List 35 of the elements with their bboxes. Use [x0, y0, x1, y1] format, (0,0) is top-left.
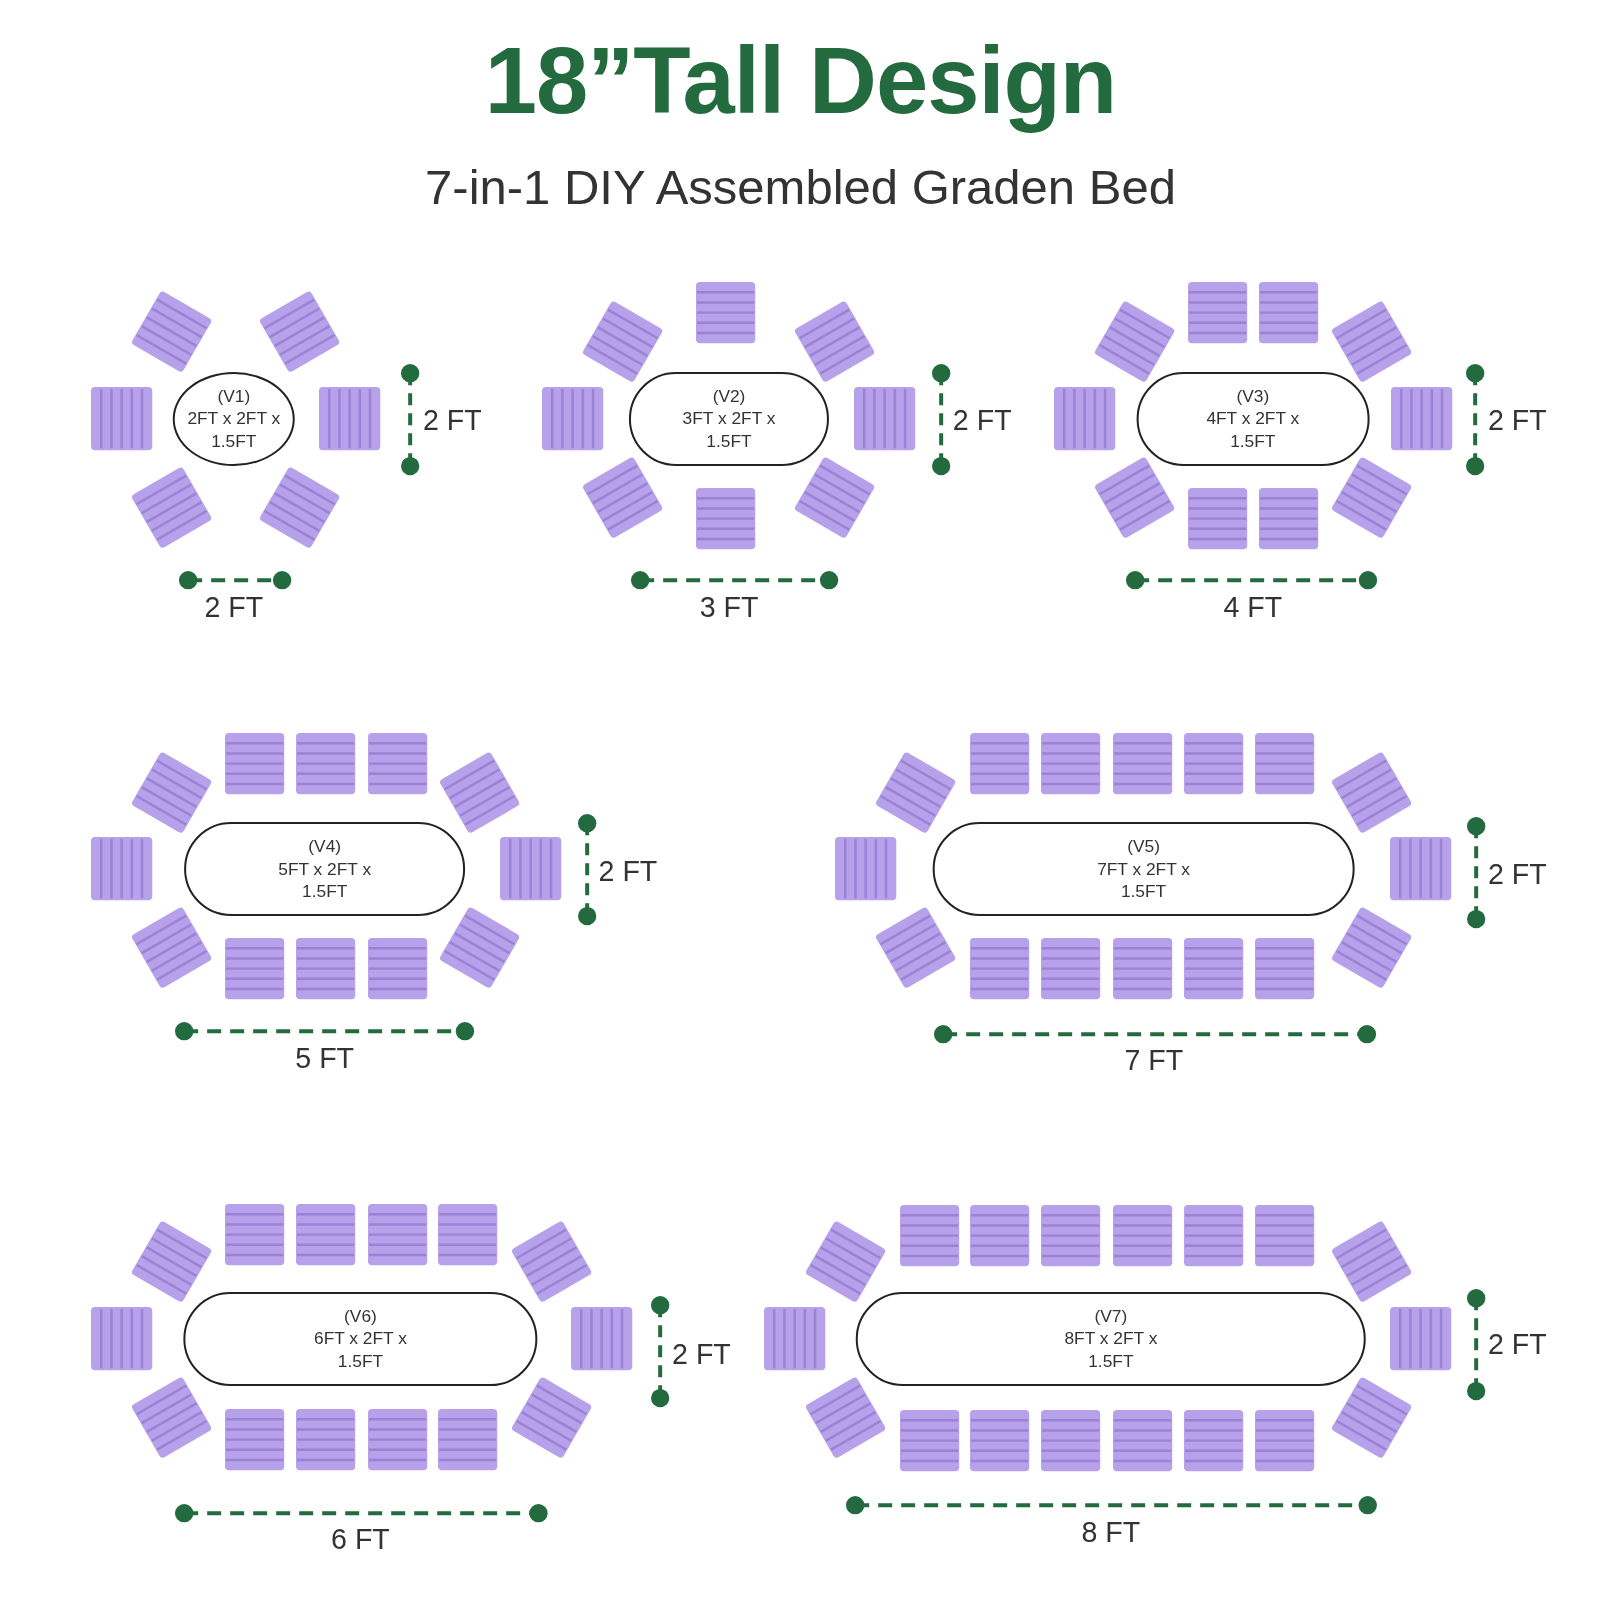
dimension-label: 8 FT [1081, 1515, 1141, 1549]
size-label: 7FT x 2FT x 1.5FT [1096, 857, 1191, 903]
subtitle: 7-in-1 DIY Assembled Graden Bed [425, 161, 1176, 216]
garden-bed-outline [1136, 371, 1370, 466]
dimension-label: 7 FT [1124, 1043, 1184, 1077]
garden-bed-outline [183, 821, 466, 916]
dimension-label: 2 FT [204, 590, 264, 623]
size-label: 3FT x 2FT x 1.5FT [681, 407, 777, 453]
dimension-label: 2 FT [422, 403, 482, 437]
version-label: (V2) [712, 384, 746, 408]
version-label: (V1) [217, 384, 251, 408]
dimension-label: 2 FT [1487, 403, 1547, 437]
size-label: 5FT x 2FT x 1.5FT [277, 857, 373, 903]
garden-bed-outline [855, 1291, 1367, 1386]
size-label: 4FT x 2FT x 1.5FT [1205, 407, 1301, 453]
dimension-label: 2 FT [672, 1337, 731, 1371]
version-label: (V6) [344, 1304, 377, 1328]
dimension-label: 5 FT [295, 1041, 355, 1075]
dimension-label: 2 FT [1487, 1327, 1547, 1361]
size-label: 6FT x 2FT x 1.5FT [313, 1327, 408, 1373]
title: 18”Tall Design [484, 28, 1117, 132]
dimension-label: 2 FT [598, 854, 658, 888]
garden-bed-outline [183, 1291, 538, 1386]
dimension-label: 4 FT [1223, 590, 1283, 623]
size-label: 8FT x 2FT x 1.5FT [1063, 1327, 1159, 1373]
dimension-label: 2 FT [1487, 857, 1547, 891]
garden-bed-outline [932, 821, 1355, 916]
dimension-label: 3 FT [699, 590, 759, 623]
dimension-label: 2 FT [952, 403, 1012, 437]
version-label: (V7) [1094, 1304, 1128, 1328]
version-label: (V4) [308, 835, 342, 858]
dimension-label: 6 FT [331, 1522, 390, 1556]
size-label: 2FT x 2FT x 1.5FT [186, 407, 282, 453]
version-label: (V3) [1236, 384, 1270, 408]
version-label: (V5) [1127, 835, 1160, 858]
